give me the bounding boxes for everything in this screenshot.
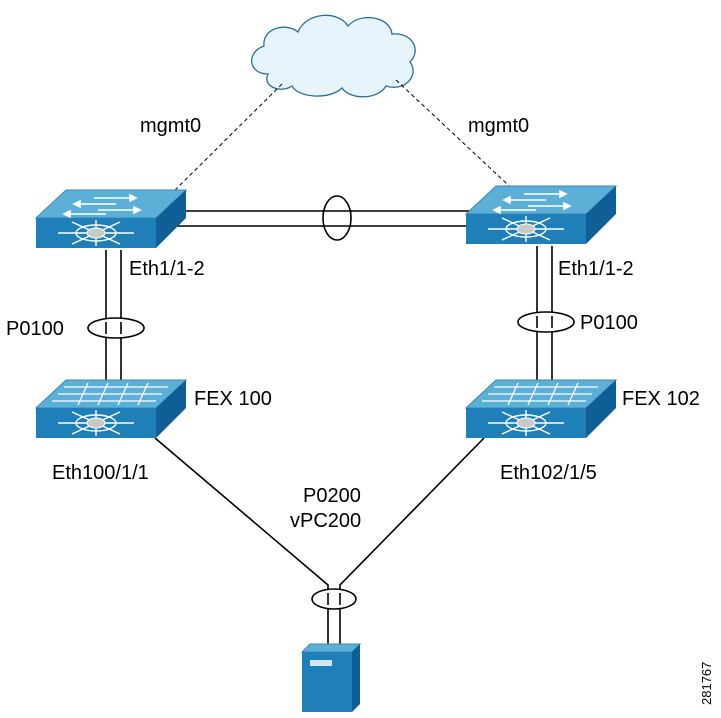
mgmt-link-left bbox=[164, 83, 283, 201]
mgmt-link-right bbox=[395, 79, 521, 197]
eth-label-left: Eth1/1-2 bbox=[129, 258, 205, 280]
po-label-left: P0100 bbox=[6, 318, 64, 340]
switch-icon-right bbox=[465, 185, 617, 245]
fex-label-right: FEX 102 bbox=[622, 388, 700, 410]
mgmt-label-right: mgmt0 bbox=[468, 115, 529, 137]
eth-label-right: Eth1/1-2 bbox=[558, 258, 634, 280]
fex-icon-right bbox=[465, 379, 617, 439]
po-label-right: P0100 bbox=[580, 312, 638, 334]
fex-icon-left bbox=[35, 379, 187, 439]
switch-icon-left bbox=[35, 189, 187, 249]
fex-label-left: FEX 100 bbox=[194, 388, 272, 410]
mgmt-label-left: mgmt0 bbox=[140, 115, 201, 137]
po-server-label: P0200 bbox=[303, 485, 361, 507]
uplink-left bbox=[87, 250, 145, 380]
uplink-right bbox=[517, 246, 575, 380]
server-icon bbox=[300, 643, 362, 712]
peer-link bbox=[160, 195, 482, 241]
figure-id: 281767 bbox=[699, 662, 714, 705]
cloud-icon bbox=[251, 14, 416, 98]
server-links bbox=[154, 437, 485, 648]
vpc-server-label: vPC200 bbox=[290, 510, 361, 532]
fex-port-label-right: Eth102/1/5 bbox=[500, 462, 597, 484]
fex-port-label-left: Eth100/1/1 bbox=[52, 462, 149, 484]
